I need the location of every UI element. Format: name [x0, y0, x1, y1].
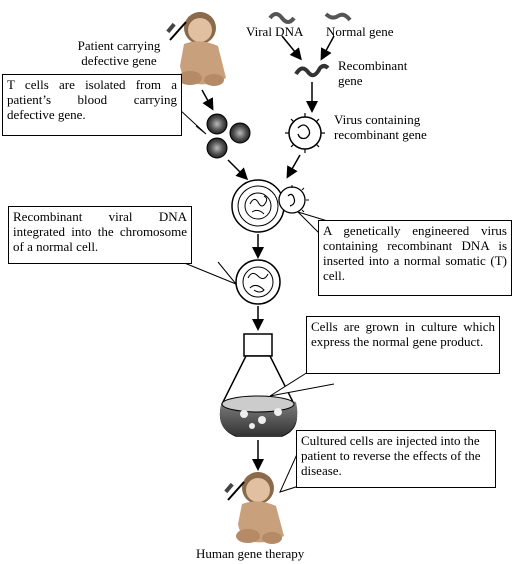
culture-flask-icon — [219, 333, 298, 437]
virus-containing-label: Virus containing recombinant gene — [334, 112, 427, 142]
callout-pointer-recombinant — [181, 261, 237, 285]
callout-pointer-tcells — [179, 109, 207, 135]
viral-dna-strand — [268, 12, 296, 24]
caption: Human gene therapy — [196, 546, 305, 561]
virus-icon — [285, 113, 325, 153]
integrated-cell-icon — [235, 259, 281, 305]
t-cells-icon — [206, 113, 251, 159]
callout-pointer-culture — [269, 371, 335, 397]
baby-bottom-icon — [224, 472, 284, 544]
culture-box: Cells are grown in culture which express… — [306, 316, 500, 374]
normal-gene-strand — [324, 12, 352, 22]
baby-top-icon — [166, 12, 226, 86]
injected-box: Cultured cells are injected into the pat… — [296, 430, 496, 488]
recombinant-gene-label: Recombinant gene — [338, 58, 408, 88]
patient-carrying-label: Patient carrying defective gene — [77, 38, 161, 68]
recombinant-gene-strand — [294, 64, 330, 78]
normal-gene-label: Normal gene — [326, 24, 394, 39]
recombinant-viral-box: Recombinant viral DNA integrated into th… — [8, 206, 192, 264]
cell-virus-icon — [231, 179, 309, 233]
engineered-virus-box: A genetically engineered virus containin… — [318, 220, 512, 296]
viral-dna-label: Viral DNA — [246, 24, 304, 39]
t-cells-box: T cells are isolated from a patient’s bl… — [2, 74, 182, 136]
